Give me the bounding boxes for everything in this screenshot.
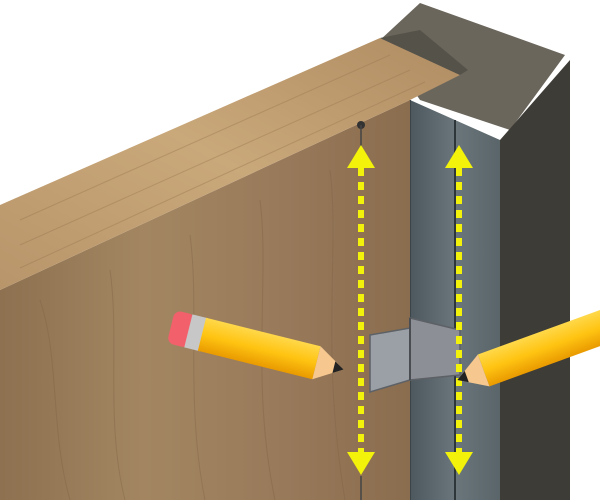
wood-panel-face (0, 100, 410, 500)
wood-panel-top-edge (0, 38, 460, 290)
steel-post (380, 3, 570, 500)
angle-bracket (369, 317, 461, 394)
wood-grain (39, 169, 346, 500)
marking-line-right (445, 145, 473, 475)
marking-line-left (347, 121, 375, 500)
steel-post-side (500, 60, 570, 500)
wood-panel (0, 30, 468, 500)
steel-post-top (380, 3, 565, 130)
pencil-left-icon (168, 311, 344, 380)
pencil-right-icon (457, 310, 600, 387)
